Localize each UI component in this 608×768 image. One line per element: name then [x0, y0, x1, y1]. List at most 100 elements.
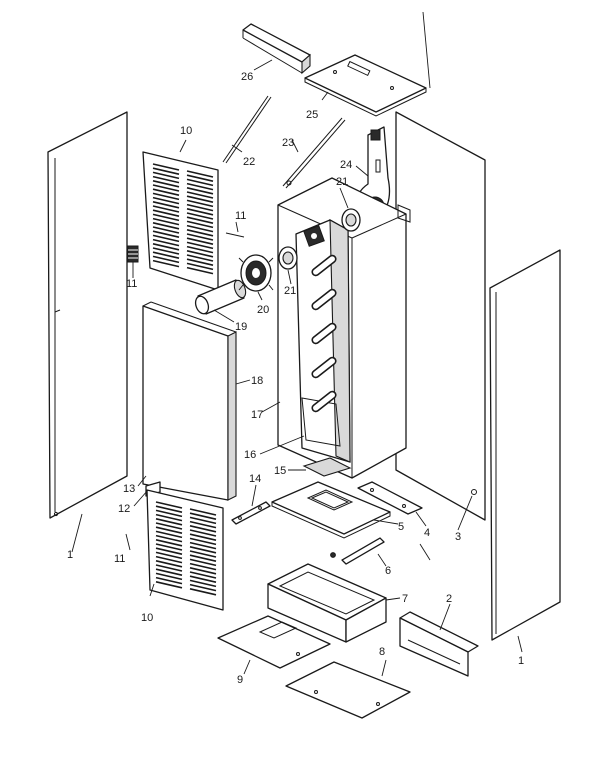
louver-slat	[155, 572, 183, 581]
louver-slat	[155, 513, 183, 522]
part-2-angle-bracket	[399, 611, 479, 677]
part-10-bottom-grille	[146, 489, 224, 611]
louver-slat	[152, 243, 180, 251]
leader-lines	[71, 59, 523, 677]
callout-18: 18	[251, 375, 263, 387]
louver-slat	[189, 550, 217, 558]
exchanger-slot	[311, 356, 337, 379]
louver-slat	[155, 568, 183, 576]
louver-slat	[155, 539, 183, 547]
louver-slat	[155, 518, 183, 526]
louver-slat	[152, 213, 180, 222]
callout-17: 17	[251, 409, 263, 421]
louver-slat	[189, 508, 217, 516]
exchanger-slot	[311, 254, 337, 277]
louver-slat	[152, 196, 180, 205]
part-20-flange	[238, 254, 274, 292]
louver-slat	[155, 501, 183, 509]
louver-slat	[152, 247, 180, 255]
louver-slat	[186, 250, 214, 258]
part-25-top-cover	[304, 11, 431, 117]
callout-23: 23	[282, 137, 294, 149]
callout-9: 9	[237, 674, 243, 686]
callout-1-left: 1	[67, 549, 73, 561]
louver-slat	[152, 201, 180, 209]
louver-slat	[186, 182, 214, 191]
louver-slat	[186, 170, 214, 178]
part-8-base-plate	[285, 661, 411, 719]
callout-10-bottom: 10	[141, 612, 153, 624]
louver-slat	[189, 588, 217, 596]
callout-2: 2	[446, 593, 452, 605]
part-11-screw-top	[225, 232, 245, 238]
louver-slat	[155, 530, 183, 539]
louver-slat	[152, 259, 180, 268]
louver-slat	[186, 220, 214, 229]
louver-slat	[189, 554, 217, 562]
louver-slat	[186, 187, 214, 195]
part-6-pilot	[330, 537, 385, 565]
callout-25: 25	[306, 109, 318, 121]
part-15-pad	[302, 457, 352, 477]
callout-1-right: 1	[518, 655, 524, 667]
callout-4: 4	[424, 527, 430, 539]
louver-slat	[189, 516, 217, 525]
louver-slat	[186, 229, 214, 237]
louver-slat	[189, 537, 217, 546]
louver-slat	[186, 224, 214, 233]
callout-5: 5	[398, 521, 404, 533]
part-5-base-plate	[271, 481, 391, 539]
louver-slat	[152, 217, 180, 226]
louver-slat	[152, 163, 180, 171]
callout-11-top: 11	[235, 210, 246, 222]
louver-slat	[186, 262, 214, 271]
louver-slat	[152, 234, 180, 243]
louver-slat	[186, 191, 214, 199]
callout-10-top: 10	[180, 125, 192, 137]
louver-slat	[155, 543, 183, 551]
louver-slat	[186, 266, 214, 275]
callout-21-left: 21	[284, 285, 296, 297]
louver-slat	[189, 520, 217, 529]
part-19-burner-tube	[194, 279, 247, 315]
part-21-ring-center	[341, 208, 361, 232]
callout-6: 6	[385, 565, 391, 577]
callout-8: 8	[379, 646, 385, 658]
louver-slat	[152, 175, 180, 184]
callout-11-clip: 11	[126, 278, 137, 290]
louver-slat	[155, 505, 183, 513]
louver-slat	[186, 203, 214, 212]
louver-slat	[189, 562, 217, 571]
louver-slat	[152, 180, 180, 188]
louver-slat	[152, 205, 180, 213]
louver-slat	[189, 546, 217, 554]
louver-slat	[152, 222, 180, 230]
louver-slat	[186, 199, 214, 208]
callout-3: 3	[455, 531, 461, 543]
callout-12: 12	[118, 503, 130, 515]
louver-slat	[186, 212, 214, 220]
part-4-bracket	[357, 481, 423, 515]
callout-labels: 26 25 10 22 23 24 21 11 11 21 20 19 18 1…	[67, 71, 524, 686]
louver-slat	[152, 226, 180, 234]
louver-slat	[152, 192, 180, 201]
louver-slat	[155, 576, 183, 585]
louver-slat	[155, 551, 183, 560]
louver-slat	[155, 522, 183, 530]
louver-slat	[152, 167, 180, 175]
louver-slat	[152, 184, 180, 192]
louver-slat	[189, 575, 217, 583]
louver-slat	[189, 579, 217, 588]
callout-15: 15	[274, 465, 286, 477]
callout-22: 22	[243, 156, 255, 168]
louver-slat	[155, 547, 183, 555]
part-10-top-grille	[142, 151, 219, 291]
louver-slat	[152, 255, 180, 264]
louver-slat	[189, 512, 217, 520]
louver-slat	[155, 534, 183, 543]
louver-slat	[186, 237, 214, 245]
louver-slat	[152, 238, 180, 247]
louver-slat	[186, 254, 214, 262]
louver-slat	[189, 525, 217, 533]
